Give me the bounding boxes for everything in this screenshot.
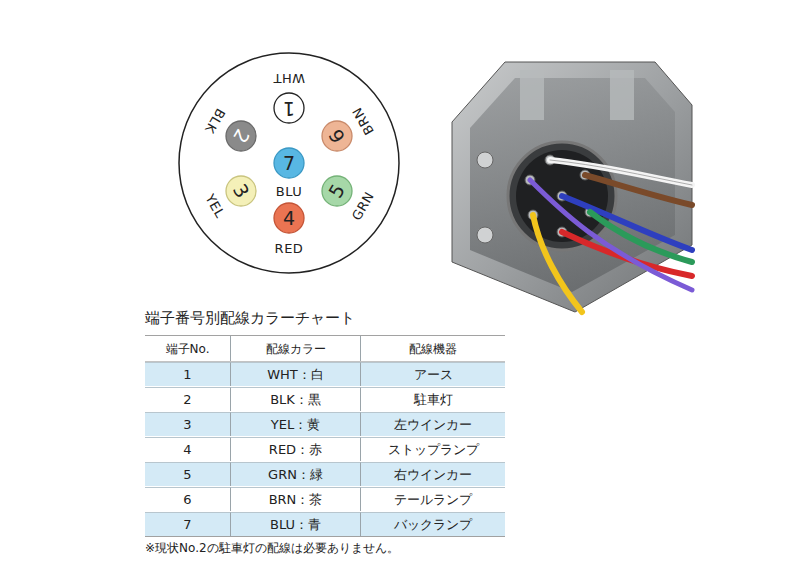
table-cell: WHT：白 [230, 362, 360, 387]
table-header-cell: 端子No. [145, 336, 230, 361]
table-cell: 1 [145, 362, 230, 387]
pin-number: 1 [283, 99, 295, 118]
pin-number: 7 [283, 154, 295, 173]
table-cell: 7 [145, 512, 230, 537]
pin-circle: 5GRN [321, 175, 353, 207]
pin-circle: 1WHT [273, 92, 305, 124]
table-cell: BLK：黒 [230, 387, 360, 412]
pin-fill [226, 176, 256, 206]
wire-color-label: WHT [273, 72, 305, 85]
pin-circle: 4RED [273, 202, 305, 234]
table-cell: YEL：黄 [230, 412, 360, 437]
table-cell: BLU：青 [230, 512, 360, 537]
pin-circle: 3YEL [225, 175, 257, 207]
wire-color-label: YEL [204, 191, 228, 219]
table-cell: ストップランプ [360, 437, 505, 462]
wire-color-label: GRN [349, 189, 375, 222]
pin-circle: 7BLU [273, 147, 305, 179]
table-cell: 5 [145, 462, 230, 487]
wire-color-label: BLU [276, 185, 303, 198]
table-cell: テールランプ [360, 487, 505, 512]
table-header-cell: 配線カラー [230, 336, 360, 361]
table-rules [145, 336, 505, 536]
table-cell: アース [360, 362, 505, 387]
pin-fill [274, 93, 304, 123]
pin-fill [322, 121, 352, 151]
connector-outline [179, 53, 399, 273]
pin-circle: 6BRN [321, 120, 353, 152]
table-cell: BRN：茶 [230, 487, 360, 512]
table-cell: 左ウインカー [360, 412, 505, 437]
wire-color-label: BRN [350, 105, 376, 137]
footnote: ※現状No.2の駐車灯の配線は必要ありません。 [145, 542, 399, 554]
table-cell: 2 [145, 387, 230, 412]
pin-fill [274, 203, 304, 233]
table-cell: RED：赤 [230, 437, 360, 462]
pin-fill [226, 121, 256, 151]
pin-fill [274, 148, 304, 178]
chart-title: 端子番号別配線カラーチャート [145, 311, 355, 326]
table-cell: バックランプ [360, 512, 505, 537]
pin-fill [322, 176, 352, 206]
pin-number: 4 [283, 209, 295, 228]
wire-color-label: RED [275, 242, 304, 255]
table-cell: 右ウインカー [360, 462, 505, 487]
socket-photo [452, 62, 692, 312]
table-cell: 6 [145, 487, 230, 512]
table-cell: GRN：緑 [230, 462, 360, 487]
wire-color-label: BLK [203, 106, 227, 135]
table-cell: 駐車灯 [360, 387, 505, 412]
pin-circle: 2BLK [225, 120, 257, 152]
table-cell: 4 [145, 437, 230, 462]
table-cell: 3 [145, 412, 230, 437]
table-header-cell: 配線機器 [360, 336, 505, 361]
